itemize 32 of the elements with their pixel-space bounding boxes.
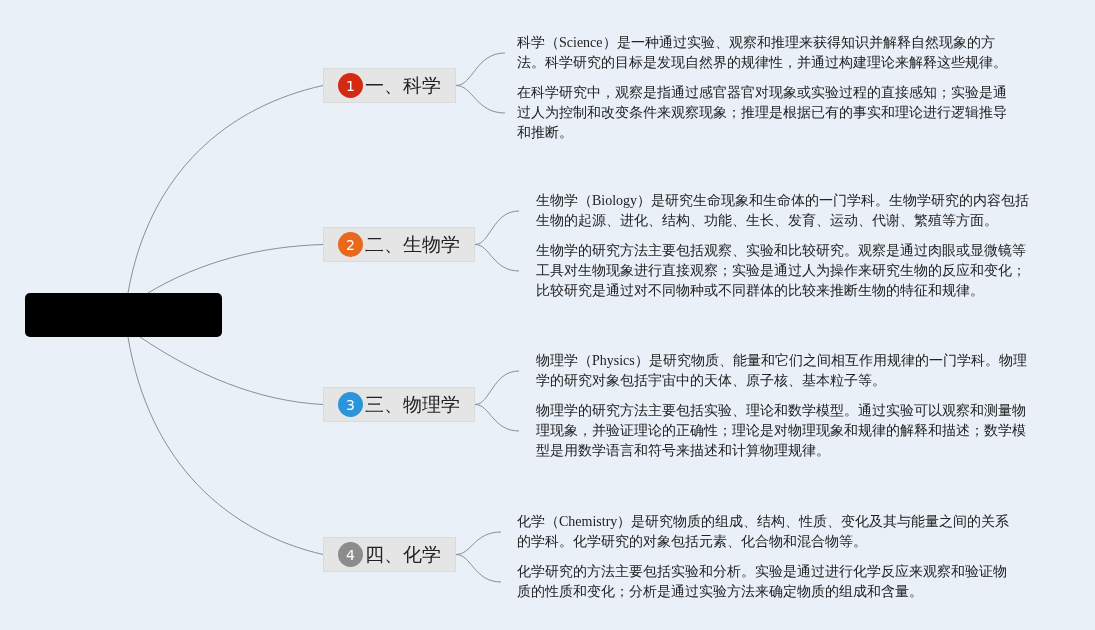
topic-box xyxy=(323,387,475,422)
topic-box xyxy=(323,537,456,572)
branch-line xyxy=(139,336,324,405)
number-badge: 1 xyxy=(338,73,363,98)
description-text: 化学（Chemistry）是研究物质的组成、结构、性质、变化及其与能量之间的关系的学科。化学研究的对象包括元素、化合物和混合物等。 xyxy=(501,512,1013,552)
description-text: 化学研究的方法主要包括实验和分析。实验是通过进行化学反应来观察和验证物质的性质和变化；分析是通过实验方法来确定物质的组成和含量。 xyxy=(501,562,1013,602)
branch-line xyxy=(127,85,324,294)
branch-line xyxy=(455,85,506,114)
topic-label: 四、化学 xyxy=(365,543,441,567)
topic-label: 二、生物学 xyxy=(365,233,460,257)
topic-label: 三、物理学 xyxy=(365,393,460,417)
topic-box xyxy=(323,227,475,262)
branch-line xyxy=(474,244,520,272)
description-text: 科学（Science）是一种通过实验、观察和推理来获得知识并解释自然现象的方法。科学研究的目标是发现自然界的规律性，并通过构建理论来解释这些规律。 xyxy=(505,33,1013,73)
description-text: 生物学（Biology）是研究生命现象和生命体的一门学科。生物学研究的内容包括生物的起源、进化、结构、功能、生长、发育、运动、代谢、繁殖等方面。 xyxy=(519,191,1032,231)
central-box xyxy=(25,293,222,337)
number-badge: 2 xyxy=(338,232,363,257)
description-text: 在科学研究中，观察是指通过感官器官对现象或实验过程的直接感知；实验是通过人为控制和改变条件来观察现象；推理是根据已有的事实和理论进行逻辑推导和推断。 xyxy=(505,83,1013,143)
description-text: 物理学（Physics）是研究物质、能量和它们之间相互作用规律的一门学科。物理学的研究对象包括宇宙中的天体、原子核、基本粒子等。 xyxy=(519,351,1032,391)
branch-line xyxy=(455,531,502,555)
branch-line xyxy=(127,336,324,555)
branch-line xyxy=(474,370,520,405)
branch-line xyxy=(455,554,502,583)
description-text: 生物学的研究方法主要包括观察、实验和比较研究。观察是通过肉眼或显微镜等工具对生物现象进行直接观察；实验是通过人为操作来研究生物的反应和变化；比较研究是通过对不同物种或不同群体的比较来推断生物的特征和规律。 xyxy=(519,241,1032,301)
branch-line xyxy=(147,244,324,294)
topic-label: 一、科学 xyxy=(365,74,441,98)
number-badge: 3 xyxy=(338,392,363,417)
description-text: 物理学的研究方法主要包括实验、理论和数学模型。通过实验可以观察和测量物理现象，并验证理论的正确性；理论是对物理现象和规律的解释和描述；数学模型是用数学语言和符号来描述和计算物理规律。 xyxy=(519,401,1032,461)
topic-box xyxy=(323,68,456,103)
number-badge: 4 xyxy=(338,542,363,567)
branch-line xyxy=(474,404,520,432)
branch-line xyxy=(474,210,520,245)
